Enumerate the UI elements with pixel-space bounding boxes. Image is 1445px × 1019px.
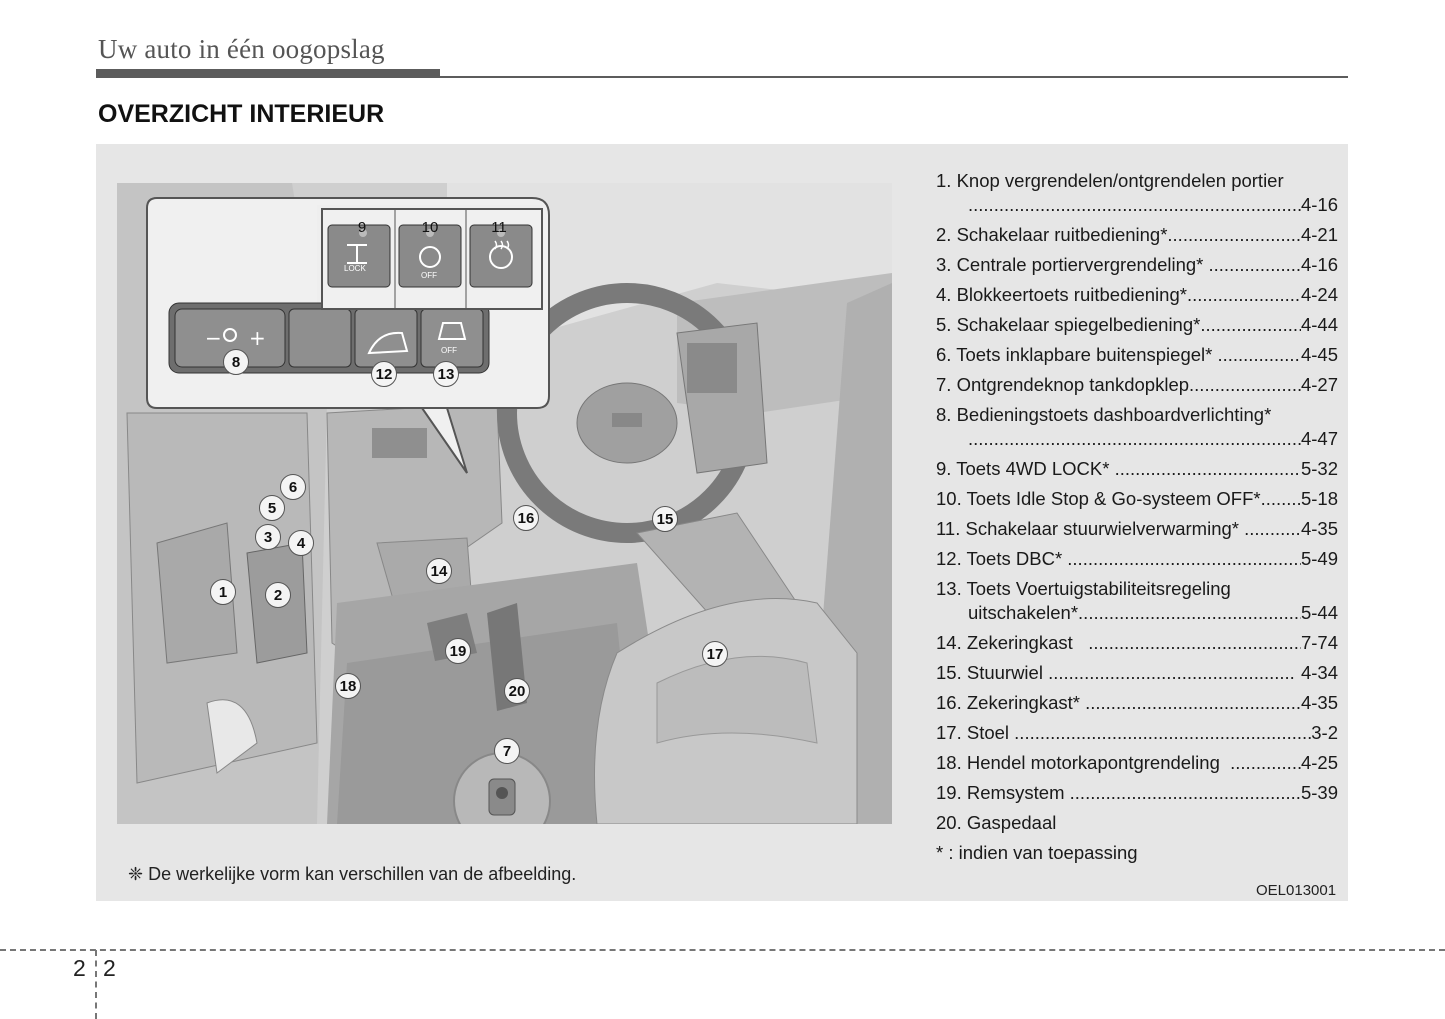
legend-item-label: 8. Bedieningstoets dashboardverlichting*: [936, 404, 1272, 425]
legend-item: 18. Hendel motorkapontgrendeling 4-25: [936, 748, 1338, 778]
inset-lock-label: LOCK: [344, 264, 366, 273]
legend-item-page: 4-27: [1300, 374, 1338, 395]
page-divider: [0, 949, 1445, 951]
figure-disclaimer: ❈ De werkelijke vorm kan verschillen van…: [128, 864, 577, 884]
legend-footnote: * : indien van toepassing: [936, 842, 1138, 863]
callout-3: 3: [255, 524, 281, 550]
legend-item-page: 4-35: [1300, 692, 1338, 713]
section-title: OVERZICHT INTERIEUR: [98, 100, 385, 128]
legend-item-page: 4-16: [1300, 194, 1338, 215]
legend-item: 3. Centrale portiervergrendeling* 4-16: [936, 250, 1338, 280]
legend-item: 12. Toets DBC* 5-49: [936, 544, 1338, 574]
legend-item-label: 5. Schakelaar spiegelbediening*: [936, 314, 1201, 335]
legend-item: 15. Stuurwiel 4-34: [936, 658, 1338, 688]
legend-item-label: 17. Stoel: [936, 722, 1015, 743]
callout-2: 2: [265, 582, 291, 608]
callout-12: 12: [371, 361, 397, 387]
legend-item-label: 3. Centrale portiervergrendeling*: [936, 254, 1209, 275]
page-number-separator: [95, 950, 97, 1019]
callout-10: 10: [421, 219, 439, 236]
legend-item-label: 12. Toets DBC*: [936, 548, 1068, 569]
callout-8: 8: [223, 349, 249, 375]
callout-18: 18: [335, 673, 361, 699]
callout-6: 6: [280, 474, 306, 500]
legend-item: 7. Ontgrendeknop tankdopklep 4-27: [936, 370, 1338, 400]
legend-item: 11. Schakelaar stuurwielverwarming* 4-35: [936, 514, 1338, 544]
interior-illustration: − + LOCK OFF OFF 9 10 11 8 12 13 6 5 3 4…: [117, 183, 892, 824]
legend-item: 10. Toets Idle Stop & Go-systeem OFF* 5-1…: [936, 484, 1338, 514]
legend-item-label: 11. Schakelaar stuurwielverwarming*: [936, 518, 1245, 539]
legend-item-page: 5-32: [1300, 458, 1338, 479]
callout-19: 19: [445, 638, 471, 664]
header-bar: [96, 69, 440, 78]
chapter-number: 2: [73, 955, 86, 981]
legend-item: 9. Toets 4WD LOCK* 5-32: [936, 454, 1338, 484]
legend-item-label: 10. Toets Idle Stop & Go-systeem OFF*: [936, 488, 1261, 509]
legend-item: 4. Blokkeertoets ruitbediening* 4-24: [936, 280, 1338, 310]
callout-9: 9: [357, 219, 367, 236]
legend-item-label: 13. Toets Voertuigstabiliteitsregeling: [936, 578, 1231, 599]
legend-item-page: 4-35: [1300, 518, 1338, 539]
callout-14: 14: [426, 558, 452, 584]
callout-15: 15: [652, 506, 678, 532]
callout-5: 5: [259, 495, 285, 521]
legend-item-label: 6. Toets inklapbare buitenspiegel*: [936, 344, 1218, 365]
legend-item-page: 5-44: [1300, 602, 1338, 623]
legend-item-page: 7-74: [1300, 632, 1338, 653]
callout-11: 11: [491, 219, 507, 236]
callout-7: 7: [494, 738, 520, 764]
legend-item-page: 4-16: [1300, 254, 1338, 275]
legend-item-page: 4-21: [1300, 224, 1338, 245]
inset-off-label-a: OFF: [421, 271, 437, 280]
svg-text:−: −: [205, 326, 222, 350]
legend-item-continuation: uitschakelen*: [968, 602, 1079, 623]
legend-item-label: 20. Gaspedaal: [936, 812, 1057, 833]
legend-item-label: 1. Knop vergrendelen/ontgrendelen portie…: [936, 170, 1284, 191]
svg-text:+: +: [249, 326, 266, 350]
legend-item-page: 5-49: [1300, 548, 1338, 569]
header-rule: [440, 76, 1348, 78]
legend-item: 1. Knop vergrendelen/ontgrendelen portie…: [936, 166, 1338, 220]
legend-item: 17. Stoel 3-2: [936, 718, 1338, 748]
legend-list: 1. Knop vergrendelen/ontgrendelen portie…: [936, 166, 1338, 838]
figure-code: OEL013001: [1256, 882, 1337, 899]
legend-item-label: 19. Remsystem: [936, 782, 1070, 803]
legend-item: 16. Zekeringkast* 4-35: [936, 688, 1338, 718]
interior-drawing: − +: [117, 183, 892, 824]
legend-item: 20. Gaspedaal: [936, 808, 1338, 838]
legend-item-label: 7. Ontgrendeknop tankdopklep: [936, 374, 1190, 395]
inset-off-label-b: OFF: [441, 346, 457, 355]
legend-item-page: 5-18: [1300, 488, 1338, 509]
legend-item-label: 4. Blokkeertoets ruitbediening*: [936, 284, 1187, 305]
legend-item-label: 16. Zekeringkast*: [936, 692, 1086, 713]
legend-item-label: 18. Hendel motorkapontgrendeling: [936, 752, 1231, 773]
legend-item-page: 4-45: [1300, 344, 1338, 365]
callout-16: 16: [513, 505, 539, 531]
chapter-title: Uw auto in één oogopslag: [98, 34, 385, 64]
legend-item-page: 4-47: [1300, 428, 1338, 449]
page-number: 2: [103, 955, 116, 981]
legend-item-page: 4-34: [1295, 662, 1338, 683]
legend-item-label: 9. Toets 4WD LOCK*: [936, 458, 1115, 479]
legend-item: 8. Bedieningstoets dashboardverlichting*…: [936, 400, 1338, 454]
legend-item-page: 4-24: [1300, 284, 1338, 305]
legend-item: 2. Schakelaar ruitbediening* 4-21: [936, 220, 1338, 250]
legend-item-label: 14. Zekeringkast: [936, 632, 1089, 653]
legend-item: 19. Remsystem 5-39: [936, 778, 1338, 808]
callout-17: 17: [702, 641, 728, 667]
legend-item: 13. Toets Voertuigstabiliteitsregeling ui…: [936, 574, 1338, 628]
callout-13: 13: [433, 361, 459, 387]
legend-item: 14. Zekeringkast 7-74: [936, 628, 1338, 658]
callout-20: 20: [504, 678, 530, 704]
legend-item-label: 2. Schakelaar ruitbediening*: [936, 224, 1168, 245]
callout-4: 4: [288, 530, 314, 556]
legend-item-page: 5-39: [1300, 782, 1338, 803]
legend-item-page: 3-2: [1311, 722, 1338, 743]
legend-item: 5. Schakelaar spiegelbediening* 4-44: [936, 310, 1338, 340]
callout-1: 1: [210, 579, 236, 605]
legend-item-page: 4-25: [1300, 752, 1338, 773]
legend-item-label: 15. Stuurwiel: [936, 662, 1049, 683]
legend-item-page: 4-44: [1300, 314, 1338, 335]
legend-item: 6. Toets inklapbare buitenspiegel* 4-45: [936, 340, 1338, 370]
